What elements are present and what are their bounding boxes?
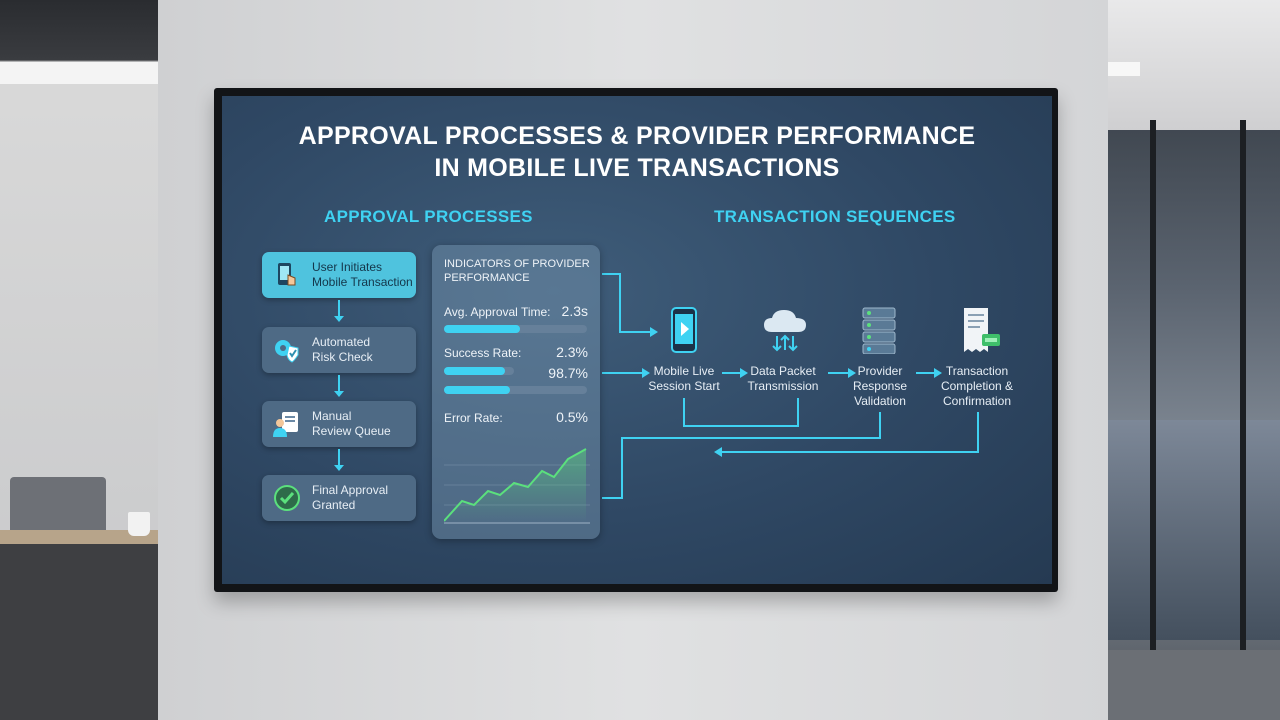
success-rate-bar-1 — [444, 367, 514, 375]
cloud-transfer-icon — [760, 306, 810, 352]
screen-title-line1: APPROVAL PROCESSES & PROVIDER PERFORMANC… — [298, 122, 976, 150]
seq-label-line1: Mobile Live — [653, 364, 715, 378]
checkmark-circle-icon — [272, 483, 302, 513]
seq-label-line1: Data Packet — [750, 364, 816, 378]
desk — [0, 530, 158, 720]
arrow-down — [334, 375, 344, 397]
reviewer-icon — [272, 409, 302, 439]
floor — [1108, 650, 1280, 720]
arrowhead — [740, 368, 748, 378]
connector-session-loop — [683, 398, 799, 427]
seq-data-packet-transmission: Data Packet Transmission — [728, 364, 838, 394]
ceiling-light-right — [1108, 62, 1140, 76]
coffee-mug — [128, 512, 150, 536]
performance-trend-sparkline — [444, 448, 590, 524]
seq-mobile-live-session: Mobile Live Session Start — [629, 364, 739, 394]
gear-shield-icon — [272, 335, 302, 365]
window-mullion — [1240, 120, 1246, 720]
transaction-sequences-heading: TRANSACTION SEQUENCES — [714, 207, 956, 226]
step-label-line1: Final Approval — [312, 483, 389, 497]
seq-label-line2: Response — [852, 379, 908, 393]
step-label-line1: User Initiates — [312, 260, 383, 274]
seq-provider-response-validation: Provider Response Validation — [825, 364, 935, 409]
step-label-line2: Granted — [312, 498, 356, 512]
arrowhead — [714, 447, 722, 457]
panel-heading: INDICATORS OF PROVIDER PERFORMANCE — [444, 257, 594, 285]
laptop — [10, 477, 106, 537]
city-skyline — [1108, 420, 1280, 640]
success-rate-bar-2-fill — [444, 386, 510, 394]
flow-connectors — [602, 273, 979, 499]
avg-approval-bar — [444, 325, 587, 333]
success-rate-value-a: 2.3% — [556, 344, 588, 360]
connector-completion-return — [722, 412, 979, 453]
arrow-down — [334, 449, 344, 471]
screen-title-line2: IN MOBILE LIVE TRANSACTIONS — [434, 154, 840, 182]
receipt-icon — [958, 306, 1004, 352]
seq-label-line1: Provider — [857, 364, 903, 378]
mobile-video-icon — [664, 306, 704, 353]
provider-performance-panel: INDICATORS OF PROVIDER PERFORMANCE Avg. … — [432, 245, 600, 539]
avg-approval-label: Avg. Approval Time: — [444, 305, 551, 319]
success-rate-bar-2 — [444, 386, 587, 394]
success-rate-value-b: 98.7% — [548, 365, 588, 381]
arrowhead — [934, 368, 942, 378]
window-mullion — [1150, 120, 1156, 720]
success-rate-bar-1-fill — [444, 367, 506, 375]
avg-approval-metric: Avg. Approval Time: 2.3s — [444, 303, 588, 319]
success-rate-metric: Success Rate: 2.3% — [444, 344, 588, 360]
wall-display-screen: APPROVAL PROCESSES & PROVIDER PERFORMANC… — [222, 96, 1052, 584]
error-rate-value: 0.5% — [556, 409, 588, 425]
approval-processes-heading: APPROVAL PROCESSES — [324, 207, 533, 226]
step-label-line2: Mobile Transaction — [312, 275, 413, 289]
error-rate-metric: Error Rate: 0.5% — [444, 409, 588, 425]
seq-label-line3: Validation — [854, 394, 906, 408]
seq-label-line2: Session Start — [648, 379, 720, 393]
ceiling-light-left — [0, 62, 158, 84]
panel-heading-line1: INDICATORS OF PROVIDER — [444, 258, 590, 270]
avg-approval-value: 2.3s — [561, 303, 588, 319]
desk-top — [0, 530, 158, 544]
seq-label-line1: Transaction — [945, 364, 1009, 378]
step-label-line1: Automated — [312, 335, 371, 349]
connector-panel-to-session — [602, 273, 650, 333]
seq-label-line3: Confirmation — [942, 394, 1012, 408]
connector-provider-return — [602, 412, 881, 499]
arrow-down — [334, 300, 344, 322]
step-label-line2: Review Queue — [312, 424, 391, 438]
arrowhead — [848, 368, 856, 378]
phone-tap-icon — [272, 260, 302, 290]
arrowhead — [642, 368, 650, 378]
seq-transaction-completion: Transaction Completion & Confirmation — [922, 364, 1032, 409]
avg-approval-bar-fill — [444, 325, 520, 333]
step-label-line2: Risk Check — [312, 350, 373, 364]
error-rate-label: Error Rate: — [444, 411, 503, 425]
arrowhead — [650, 327, 658, 337]
success-rate-label: Success Rate: — [444, 346, 522, 360]
step-label-line1: Manual — [312, 409, 352, 423]
panel-heading-line2: PERFORMANCE — [444, 272, 530, 284]
server-rack-icon — [859, 306, 899, 355]
seq-label-line2: Completion & — [940, 379, 1014, 393]
seq-label-line2: Transmission — [747, 379, 819, 393]
